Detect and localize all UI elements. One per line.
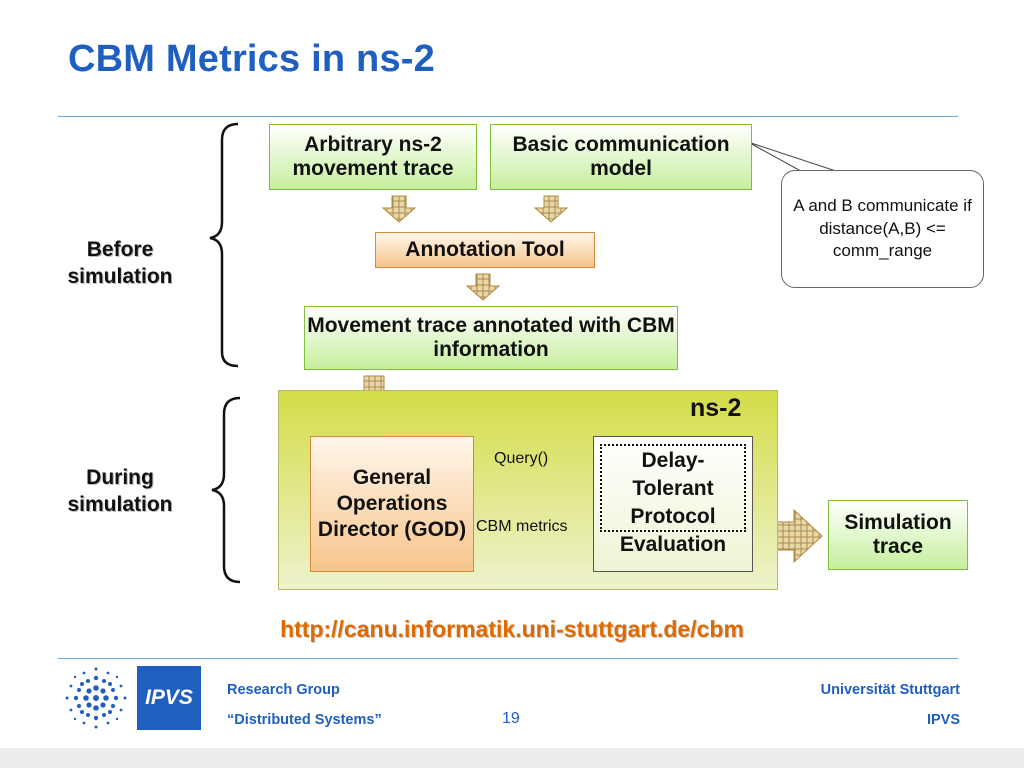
university-name: Universität Stuttgart bbox=[820, 682, 960, 698]
brace-during bbox=[211, 396, 241, 584]
page-title: CBM Metrics in ns-2 bbox=[68, 38, 435, 80]
footer-divider bbox=[58, 658, 958, 659]
dtp-text: Delay- Tolerant Protocol Evaluation bbox=[593, 447, 753, 559]
bottom-bar bbox=[0, 748, 1024, 768]
dtp-line-2: Tolerant bbox=[632, 477, 714, 500]
god-box: General Operations Director (GOD) bbox=[310, 436, 474, 572]
title-divider bbox=[58, 116, 958, 117]
research-group-line1: Research Group bbox=[227, 682, 340, 698]
ns2-label: ns-2 bbox=[690, 394, 742, 422]
movement-trace-label: Arbitrary ns-2 movement trace bbox=[292, 132, 454, 180]
ipvs-logo-text: IPVS bbox=[145, 686, 193, 709]
cbm-metrics-label: CBM metrics bbox=[476, 518, 568, 535]
down-arrow-3 bbox=[465, 273, 501, 301]
dotted-globe-logo bbox=[65, 667, 127, 729]
research-group-line2: “Distributed Systems” bbox=[227, 712, 382, 728]
ipvs-logo: IPVS bbox=[137, 666, 201, 730]
down-arrow-1 bbox=[381, 195, 417, 223]
simulation-trace-label: Simulation trace bbox=[844, 510, 952, 558]
movement-trace-box: Arbitrary ns-2 movement trace bbox=[269, 124, 477, 190]
callout-bubble: A and B communicate if distance(A,B) <= … bbox=[781, 170, 984, 288]
brace-before bbox=[209, 122, 239, 368]
phase-before-label: Before simulation bbox=[67, 238, 173, 289]
comm-model-box: Basic communication model bbox=[490, 124, 752, 190]
simulation-trace-box: Simulation trace bbox=[828, 500, 968, 570]
dtp-line-3: Protocol bbox=[630, 505, 716, 528]
institute-name: IPVS bbox=[926, 712, 960, 728]
annotated-trace-box: Movement trace annotated with CBM inform… bbox=[304, 306, 678, 370]
page-number: 19 bbox=[502, 710, 520, 727]
reference-link[interactable]: http://canu.informatik.uni-stuttgart.de/… bbox=[280, 616, 744, 642]
annotation-tool-label: Annotation Tool bbox=[405, 238, 565, 261]
dtp-box bbox=[593, 436, 753, 572]
god-label: General Operations Director (GOD) bbox=[317, 465, 467, 542]
annotated-trace-label: Movement trace annotated with CBM inform… bbox=[307, 313, 675, 361]
dtp-line-1: Delay- bbox=[641, 449, 705, 472]
dtp-line-4: Evaluation bbox=[619, 533, 727, 556]
annotation-tool-box: Annotation Tool bbox=[375, 232, 595, 268]
down-arrow-2 bbox=[533, 195, 569, 223]
phase-during-label: During simulation bbox=[67, 466, 173, 517]
comm-model-label: Basic communication model bbox=[512, 132, 730, 180]
dtp-dotted-frame bbox=[600, 444, 746, 532]
callout-text: A and B communicate if distance(A,B) <= … bbox=[793, 195, 972, 261]
query-label: Query() bbox=[494, 450, 549, 467]
